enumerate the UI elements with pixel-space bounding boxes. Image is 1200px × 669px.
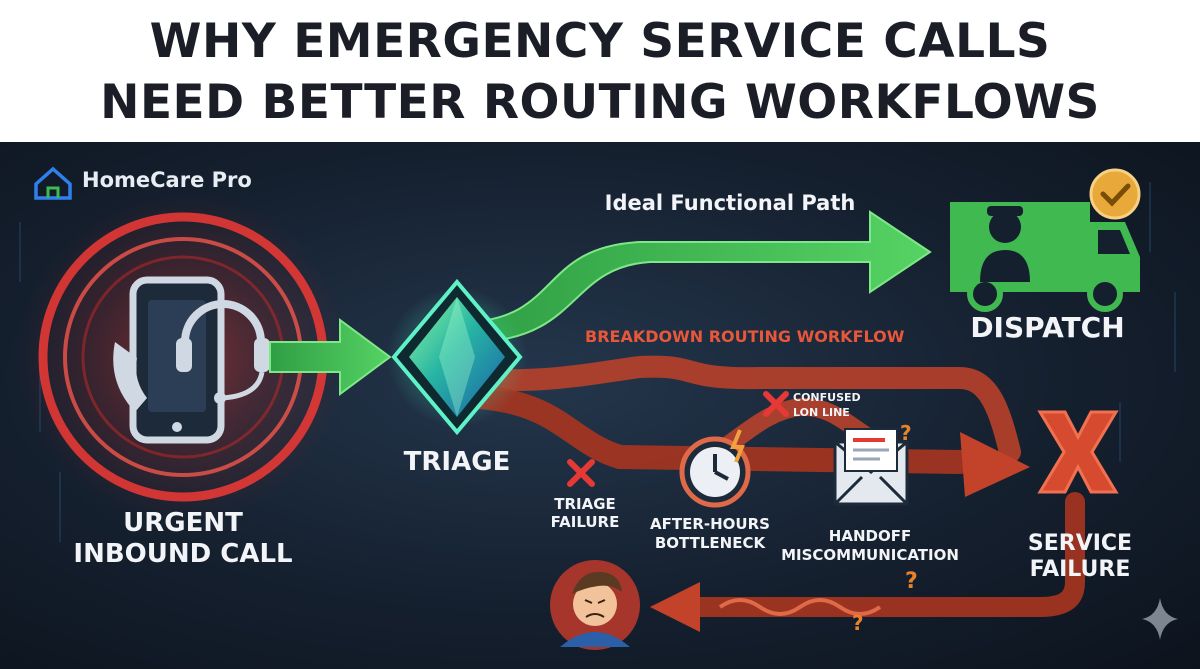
page-title-line-2: NEED BETTER ROUTING WORKFLOWS xyxy=(100,75,1100,130)
brand-name: HomeCare Pro xyxy=(82,168,252,192)
dispatch-label: DISPATCH xyxy=(970,311,1125,344)
inbound-call-label-1: URGENT xyxy=(123,508,243,538)
triage-failure-x-icon xyxy=(567,459,595,487)
frustrated-customer-avatar xyxy=(550,560,640,650)
sparkle-icon xyxy=(1142,598,1178,640)
handoff-label-2: MISCOMMUNICATION xyxy=(781,546,959,564)
check-badge-icon xyxy=(1089,168,1141,220)
service-failure-label-2: FAILURE xyxy=(1029,557,1131,582)
phone-headset-icon xyxy=(113,276,270,444)
confusion-squiggle xyxy=(718,598,882,616)
service-failure-x-icon xyxy=(1037,410,1119,494)
breakdown-arrowhead xyxy=(960,432,1030,497)
after-hours-label-1: AFTER-HOURS xyxy=(650,515,770,533)
inbound-call-label-2: INBOUND CALL xyxy=(73,539,293,569)
diagram-canvas: HomeCare Pro Ideal Functional Path BREAK… xyxy=(0,142,1200,669)
handoff-envelope-icon xyxy=(833,428,909,506)
handoff-label-1: HANDOFF xyxy=(828,527,912,545)
triage-failure-label-1: TRIAGE xyxy=(554,495,616,513)
page-title-line-1: WHY EMERGENCY SERVICE CALLS xyxy=(149,14,1051,69)
after-hours-label-2: BOTTLENECK xyxy=(654,534,766,552)
question-mark-envelope: ? xyxy=(900,421,912,445)
after-hours-clock-icon xyxy=(679,429,751,508)
dispatch-van-icon xyxy=(950,202,1140,312)
breakdown-path-label: BREAKDOWN ROUTING WORKFLOW xyxy=(585,327,905,346)
arrow-inbound-to-triage xyxy=(269,318,392,396)
service-failure-label-1: SERVICE xyxy=(1027,531,1133,556)
return-arrowhead xyxy=(650,582,700,632)
triage-label: TRIAGE xyxy=(403,447,511,477)
triage-failure-label-2: FAILURE xyxy=(550,513,620,531)
ideal-path-arrow xyxy=(468,210,932,344)
triage-diamond-icon xyxy=(387,278,527,436)
ideal-path-label: Ideal Functional Path xyxy=(604,191,856,215)
question-mark-return-1: ? xyxy=(905,569,918,594)
confused-line-x-icon xyxy=(763,391,789,417)
question-mark-return-2: ? xyxy=(852,611,864,635)
confused-line-label-1: CONFUSED xyxy=(793,391,861,404)
confused-line-label-2: LON LINE xyxy=(793,406,850,419)
house-wrench-icon xyxy=(34,166,72,200)
header-banner: WHY EMERGENCY SERVICE CALLS NEED BETTER … xyxy=(0,0,1200,142)
